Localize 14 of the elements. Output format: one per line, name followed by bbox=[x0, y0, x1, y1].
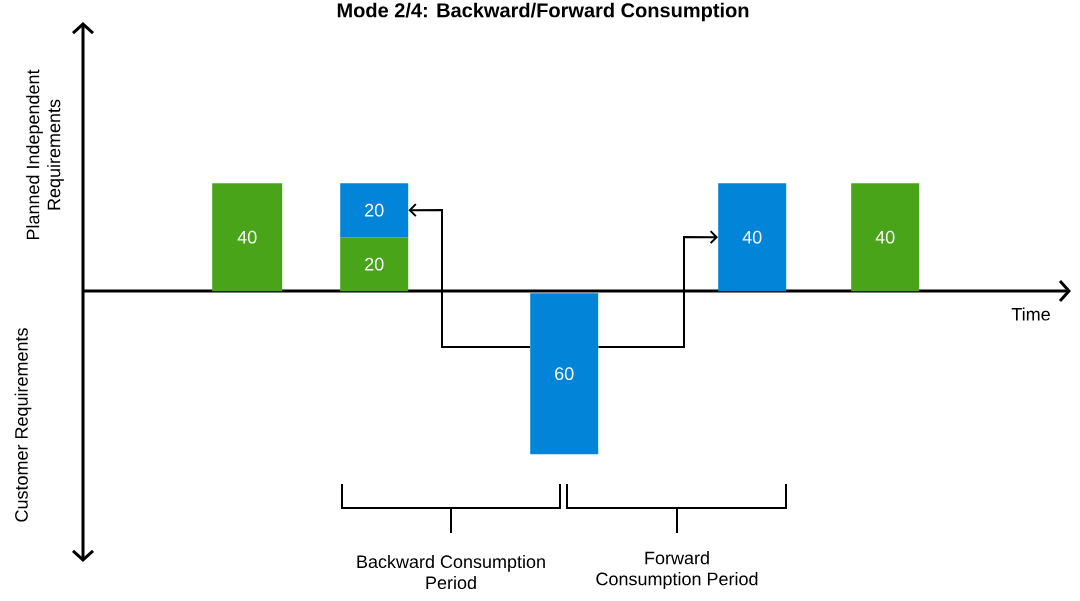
bar: 60 bbox=[530, 293, 599, 455]
bracket-label: Backward Consumption Period bbox=[357, 554, 545, 590]
bar: 20 bbox=[340, 183, 409, 238]
arrow bbox=[597, 230, 718, 348]
bar: 40 bbox=[851, 183, 920, 292]
axis-label: Customer Requirements bbox=[14, 328, 32, 522]
bar: 40 bbox=[212, 183, 283, 292]
bar: 40 bbox=[718, 183, 787, 292]
bar: 20 bbox=[340, 237, 409, 292]
axis-label: Planned Independent Requirements bbox=[26, 69, 64, 240]
axis-label: Time bbox=[1011, 307, 1050, 321]
bracket-label: Forward Consumption Period bbox=[596, 551, 758, 589]
title: Mode 2/4: Backward/Forward Consumption bbox=[337, 2, 749, 22]
arrow bbox=[408, 203, 531, 348]
